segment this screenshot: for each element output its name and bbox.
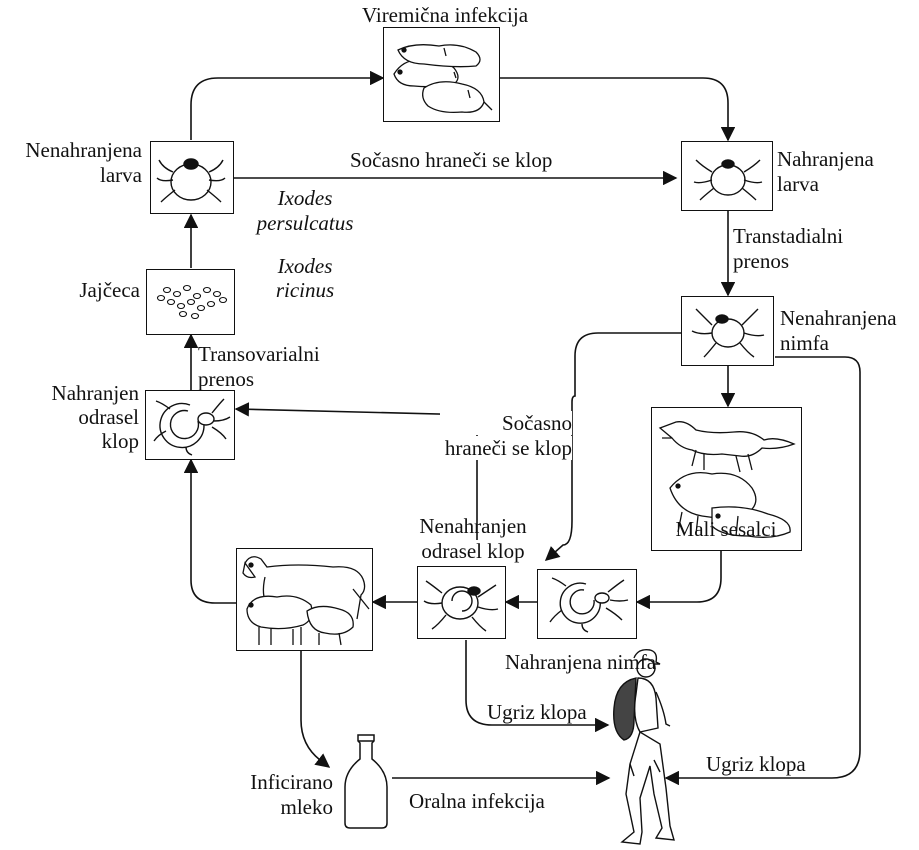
label-infected-milk-line1: Inficirano: [250, 770, 333, 794]
arrow-nymph-cofeeding: [544, 332, 681, 561]
label-transovarial-line1: Transovarialni: [198, 342, 320, 366]
fed-adult-box: [145, 390, 235, 460]
label-unfed-nymph-line1: Nenahranjena: [780, 306, 897, 330]
arrow-livestock-to-milk: [300, 651, 331, 768]
label-tick-bite-adult: Ugriz klopa: [487, 700, 587, 724]
label-cofeeding-mid-line2: hraneči se klop: [440, 436, 572, 460]
label-transstadial-line2: prenos: [733, 249, 789, 273]
engorged-tick-icon: [153, 398, 231, 456]
tick-icon: [693, 159, 763, 201]
fox-and-rodents-icon: [658, 421, 796, 538]
eggs-icon: [156, 284, 228, 320]
tick-icon: [156, 158, 226, 203]
livestock-box: [236, 548, 373, 651]
label-tick-bite-nymph: Ugriz klopa: [706, 752, 806, 776]
eggs-box: [146, 269, 235, 335]
label-unfed-adult-line2: odrasel klop: [421, 539, 525, 563]
label-ixodes-ricinus-line2: ricinus: [275, 278, 335, 302]
milk-bottle-icon: [344, 734, 388, 829]
rodents-icon: [393, 44, 493, 114]
label-fed-larva-line1: Nahranjena: [777, 147, 874, 171]
unfed-larva-box: [150, 141, 234, 214]
label-infected-milk-line2: mleko: [280, 795, 334, 819]
label-eggs: Jajčeca: [79, 278, 140, 302]
arrow-mammals-to-fed-nymph: [635, 550, 722, 610]
engorged-tick-icon: [549, 577, 629, 633]
tick-icon: [691, 308, 765, 358]
fed-nymph-box: [537, 569, 637, 639]
label-oral-infection: Oralna infekcija: [409, 789, 545, 813]
label-fed-larva-line2: larva: [777, 172, 819, 196]
label-fed-nymph: Nahranjena nimfa: [505, 650, 657, 674]
label-cofeeding-mid-line1: Sočasno: [440, 411, 572, 435]
label-unfed-larva-line1: Nenahranjena: [25, 138, 142, 162]
label-ixodes-persulcatus-line2: persulcatus: [256, 211, 354, 235]
label-transstadial-line1: Transtadialni: [733, 224, 844, 248]
arrow-tick-bite-nymph: [664, 356, 861, 786]
arrow-tick-bite-adult: [465, 640, 610, 733]
label-unfed-nymph-line2: nimfa: [780, 331, 829, 355]
tick-icon: [423, 580, 499, 632]
arrow-livestock-to-fed-adult: [183, 458, 236, 604]
cow-and-sheep-icon: [242, 556, 370, 646]
fed-larva-box: [681, 141, 773, 211]
label-ixodes-persulcatus-line1: Ixodes: [277, 186, 333, 210]
label-unfed-larva-line2: larva: [100, 163, 142, 187]
unfed-adult-box: [417, 566, 506, 639]
label-viremic-infection: Viremična infekcija: [361, 3, 529, 27]
label-unfed-adult-line1: Nenahranjen: [419, 514, 527, 538]
small-mammals-box: [651, 407, 802, 551]
label-fed-adult-line2: odrasel: [78, 405, 139, 429]
arrow-larva-to-rodents: [190, 70, 385, 140]
label-small-mammals: Mali sesalci: [675, 517, 777, 541]
label-cofeeding-top: Sočasno hraneči se klop: [350, 148, 553, 172]
label-fed-adult-line1: Nahranjen: [51, 381, 139, 405]
rodents-box: [383, 27, 500, 122]
label-transovarial-line2: prenos: [198, 367, 254, 391]
unfed-nymph-box: [681, 296, 774, 366]
label-fed-adult-line3: klop: [101, 429, 139, 453]
label-ixodes-ricinus-line1: Ixodes: [277, 254, 333, 278]
hiker-icon: [613, 648, 675, 845]
arrow-rodents-to-fed-larva: [500, 77, 736, 142]
